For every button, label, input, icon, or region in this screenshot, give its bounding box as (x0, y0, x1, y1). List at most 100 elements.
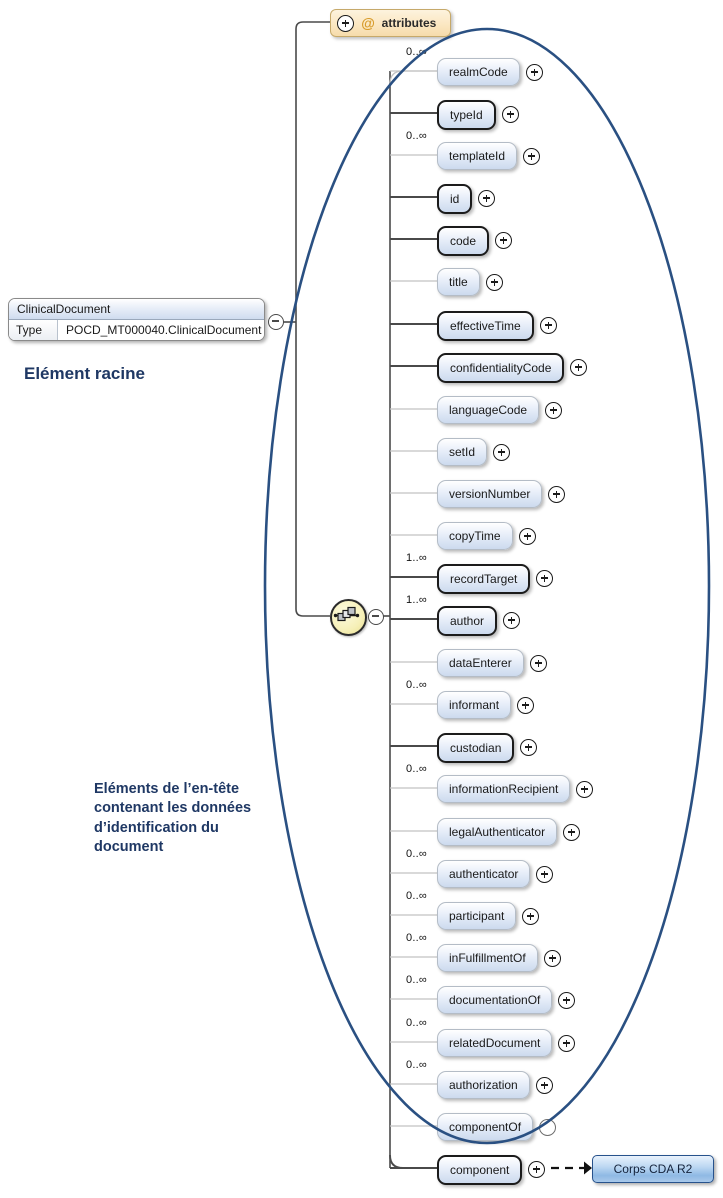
attributes-expand-icon[interactable] (337, 14, 354, 32)
element-node-typeid[interactable]: typeId (437, 100, 496, 130)
root-to-sequence-line (295, 322, 330, 617)
element-node-label: authorization (449, 1078, 518, 1092)
element-node-label: component (450, 1163, 510, 1177)
element-node-recordtarget[interactable]: recordTarget (437, 564, 531, 594)
cardinality-label-infulfillmentof: 0..∞ (406, 932, 427, 944)
element-node-label: typeId (450, 108, 483, 122)
body-reference-label: Corps CDA R2 (613, 1162, 693, 1176)
element-node-label: relatedDocument (449, 1036, 541, 1050)
plus-circle-icon-infulfillmentof[interactable] (544, 949, 561, 967)
element-node-effectivetime[interactable]: effectiveTime (437, 311, 534, 341)
element-node-label: title (449, 275, 468, 289)
element-node-componentof[interactable]: componentOf (437, 1113, 534, 1141)
trunk-bottom-elbow (389, 1154, 437, 1169)
sequence-glyph (333, 606, 360, 622)
plus-circle-icon-languagecode[interactable] (545, 401, 562, 419)
root-collapse-icon[interactable] (268, 314, 284, 330)
element-node-label: custodian (450, 741, 502, 755)
empty-circle-icon-componentof[interactable] (539, 1118, 556, 1136)
plus-circle-icon-realmcode[interactable] (526, 63, 543, 81)
element-node-label: inFulfillmentOf (449, 951, 526, 965)
plus-circle-icon-title[interactable] (486, 273, 503, 291)
element-node-label: recordTarget (450, 572, 518, 586)
cardinality-label-authorization: 0..∞ (406, 1059, 427, 1071)
element-node-templateid[interactable]: templateId (437, 142, 518, 170)
plus-circle-icon-custodian[interactable] (520, 738, 537, 756)
element-node-informant[interactable]: informant (437, 691, 512, 719)
element-node-participant[interactable]: participant (437, 902, 517, 930)
element-node-label: code (450, 234, 477, 248)
trunk-top-elbow (389, 70, 437, 85)
attributes-node[interactable]: @ attributes (330, 9, 452, 37)
plus-circle-icon-setid[interactable] (493, 443, 510, 461)
plus-circle-icon-relateddocument[interactable] (558, 1034, 575, 1052)
element-node-informationrecipient[interactable]: informationRecipient (437, 775, 571, 803)
element-node-label: componentOf (449, 1120, 522, 1134)
element-node-title[interactable]: title (437, 268, 480, 296)
plus-circle-icon-documentationof[interactable] (558, 991, 575, 1009)
cardinality-label-documentationof: 0..∞ (406, 974, 427, 986)
plus-circle-icon-authorization[interactable] (536, 1076, 553, 1094)
element-node-code[interactable]: code (437, 226, 490, 256)
plus-circle-icon-effectivetime[interactable] (540, 316, 557, 334)
plus-circle-icon-id[interactable] (478, 189, 495, 207)
plus-circle-icon-dataenterer[interactable] (530, 654, 547, 672)
plus-circle-icon-participant[interactable] (522, 907, 539, 925)
element-node-versionnumber[interactable]: versionNumber (437, 480, 543, 508)
plus-circle-icon-legalauthenticator[interactable] (563, 823, 580, 841)
element-node-realmcode[interactable]: realmCode (437, 58, 520, 86)
element-node-legalauthenticator[interactable]: legalAuthenticator (437, 818, 558, 846)
cardinality-label-authenticator: 0..∞ (406, 848, 427, 860)
element-node-relateddocument[interactable]: relatedDocument (437, 1029, 553, 1057)
body-reference-box[interactable]: Corps CDA R2 (592, 1155, 714, 1183)
cardinality-label-author: 1..∞ (406, 594, 427, 606)
element-node-component[interactable]: component (437, 1155, 523, 1185)
root-type-value: POCD_MT000040.ClinicalDocument (66, 323, 262, 337)
element-node-authorization[interactable]: authorization (437, 1071, 530, 1099)
plus-circle-icon-templateid[interactable] (523, 147, 540, 165)
annotation-header-elements: Eléments de l’en-tête contenant les donn… (94, 781, 252, 855)
element-node-label: author (450, 614, 485, 628)
plus-circle-icon-author[interactable] (503, 611, 520, 629)
plus-circle-icon-typeid[interactable] (502, 105, 519, 123)
sequence-compositor-icon[interactable] (330, 599, 367, 636)
plus-circle-icon-authenticator[interactable] (536, 865, 553, 883)
element-node-infulfillmentof[interactable]: inFulfillmentOf (437, 944, 538, 972)
element-node-confidentialitycode[interactable]: confidentialityCode (437, 353, 565, 383)
root-element-box[interactable]: ClinicalDocument Type POCD_MT000040.Clin… (8, 298, 265, 341)
sequence-collapse-icon[interactable] (368, 609, 384, 625)
plus-circle-icon-component[interactable] (528, 1160, 545, 1178)
element-node-copytime[interactable]: copyTime (437, 522, 513, 550)
root-type-row: Type POCD_MT000040.ClinicalDocument (9, 320, 264, 340)
cardinality-label-informationrecipient: 0..∞ (406, 763, 427, 775)
element-node-label: documentationOf (449, 993, 541, 1007)
element-node-setid[interactable]: setId (437, 438, 488, 466)
element-node-languagecode[interactable]: languageCode (437, 396, 540, 424)
cardinality-label-realmcode: 0..∞ (406, 46, 427, 58)
component-to-body-arrowhead (584, 1161, 592, 1175)
element-node-id[interactable]: id (437, 184, 473, 214)
element-node-authenticator[interactable]: authenticator (437, 860, 531, 888)
plus-circle-icon-copytime[interactable] (519, 527, 536, 545)
element-node-label: copyTime (449, 529, 501, 543)
element-node-label: effectiveTime (450, 319, 521, 333)
plus-circle-icon-informationrecipient[interactable] (576, 780, 593, 798)
plus-circle-icon-versionnumber[interactable] (548, 485, 565, 503)
at-sign-icon: @ (361, 15, 375, 31)
element-node-documentationof[interactable]: documentationOf (437, 986, 553, 1014)
element-node-label: participant (449, 909, 505, 923)
element-node-label: confidentialityCode (450, 361, 552, 375)
cardinality-label-templateid: 0..∞ (406, 130, 427, 142)
element-node-label: templateId (449, 149, 506, 163)
element-node-dataenterer[interactable]: dataEnterer (437, 649, 524, 677)
plus-circle-icon-informant[interactable] (517, 696, 534, 714)
element-node-author[interactable]: author (437, 606, 498, 636)
plus-circle-icon-code[interactable] (495, 231, 512, 249)
plus-circle-icon-recordtarget[interactable] (536, 569, 553, 587)
root-element-name: ClinicalDocument (9, 299, 264, 320)
plus-circle-icon-confidentialitycode[interactable] (570, 358, 587, 376)
element-node-custodian[interactable]: custodian (437, 733, 515, 763)
